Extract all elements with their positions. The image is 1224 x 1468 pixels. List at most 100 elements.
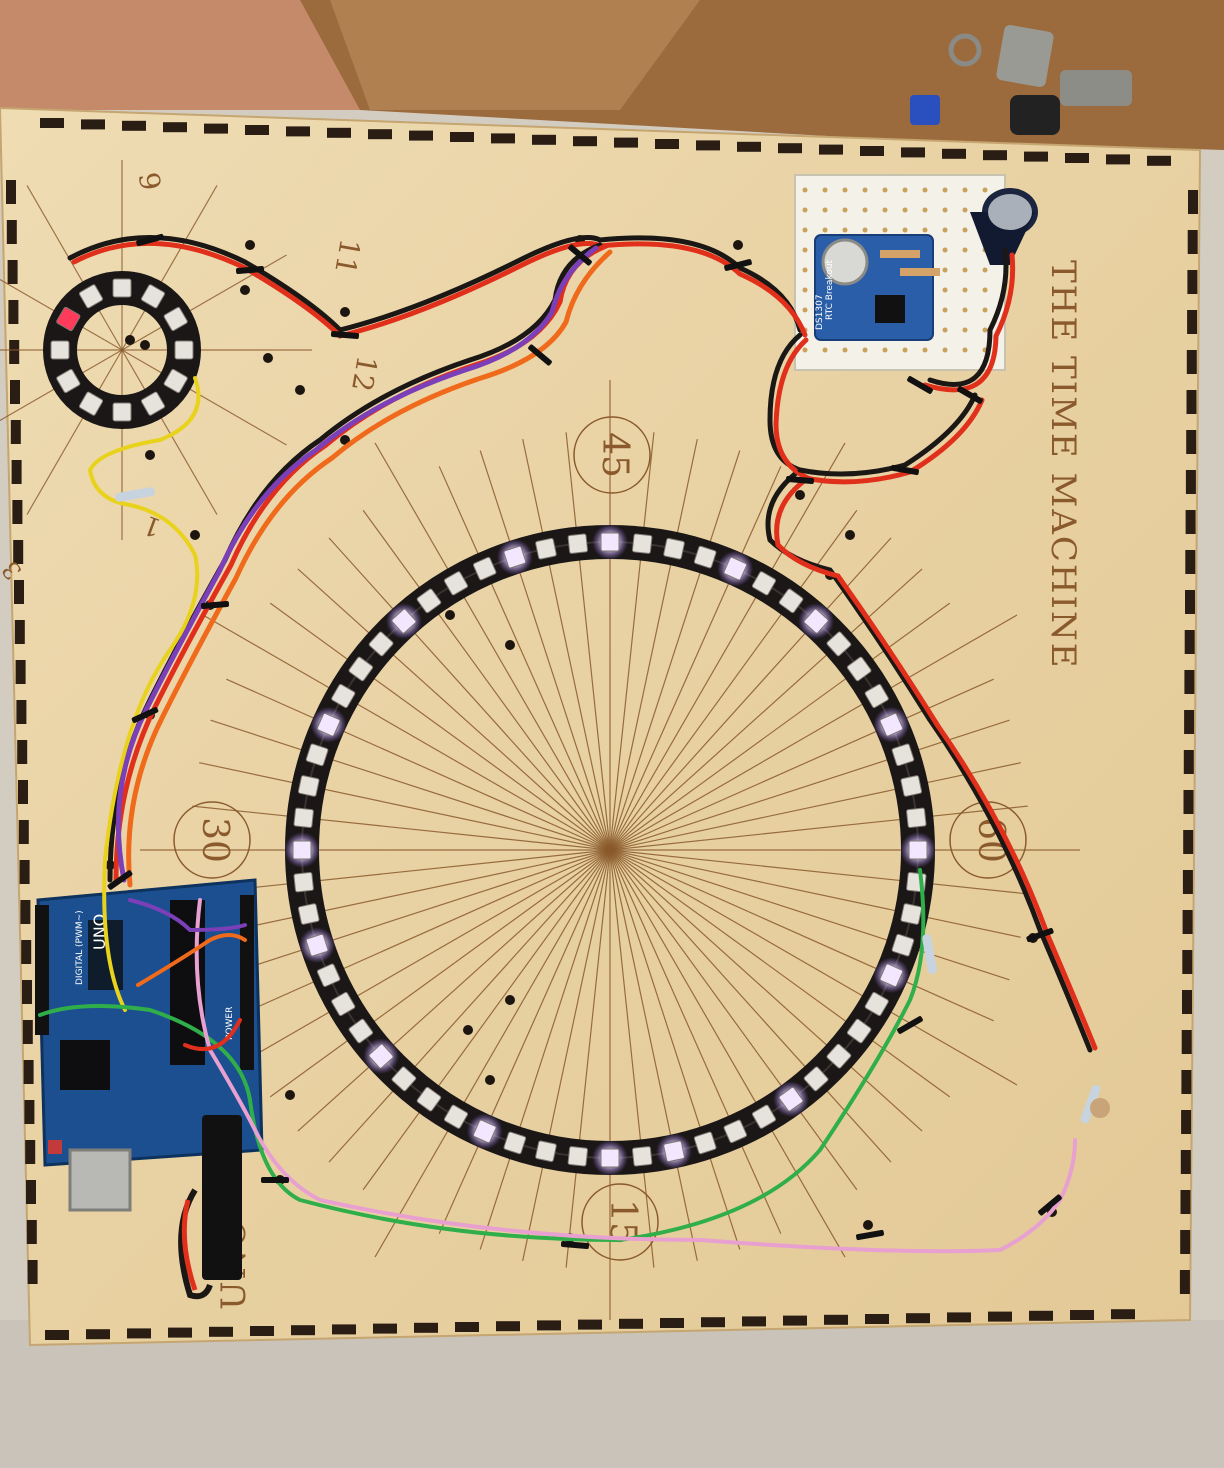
zip-tie xyxy=(136,233,164,247)
edge-slot xyxy=(742,1316,766,1327)
perf-hole xyxy=(962,307,968,313)
engraved-ray xyxy=(609,678,994,851)
engraved-ray xyxy=(26,185,123,351)
led-ring-small-pixels xyxy=(50,278,194,422)
engraved-ray xyxy=(609,450,741,851)
engraved-ray xyxy=(199,849,611,938)
engraved-ray xyxy=(609,849,1018,1086)
perf-hole xyxy=(942,227,948,233)
engraved-ray xyxy=(565,849,611,1268)
edge-slot xyxy=(1182,990,1192,1014)
edge-slot xyxy=(368,129,392,140)
zip-tie xyxy=(330,330,360,340)
edge-slot xyxy=(373,1323,397,1334)
edge-slot xyxy=(1029,1310,1053,1321)
led-pixel xyxy=(906,807,927,828)
edge-slot xyxy=(737,141,761,152)
led-pixel xyxy=(78,284,104,309)
perf-hole xyxy=(942,347,948,353)
led-pixel xyxy=(567,1146,588,1167)
led-pixel xyxy=(472,556,497,581)
led-pixel xyxy=(56,368,81,394)
led-pixel xyxy=(632,1146,653,1167)
perf-hole xyxy=(902,207,908,213)
edge-slot xyxy=(1184,710,1195,734)
led-pixel xyxy=(723,1119,748,1144)
edge-slot xyxy=(1024,151,1048,162)
edge-slot xyxy=(906,1313,930,1324)
led-pixel xyxy=(751,571,777,596)
edge-slot xyxy=(660,1318,684,1328)
led-pixel xyxy=(416,588,442,614)
zip-tie xyxy=(856,1229,884,1241)
edge-slot xyxy=(901,147,925,158)
led-pixel xyxy=(140,391,166,416)
edge-slot xyxy=(12,500,23,524)
edge-slot xyxy=(6,180,16,204)
led-pixel xyxy=(693,545,717,569)
engraved-ray xyxy=(202,849,611,1086)
reset-button xyxy=(48,1140,62,1154)
led-pixel xyxy=(826,631,852,657)
engraved-ray xyxy=(121,349,218,515)
edge-slots-left xyxy=(6,180,38,1284)
led-pixel xyxy=(305,933,329,957)
led-pixel xyxy=(348,656,374,682)
edge-slot xyxy=(26,1220,37,1244)
perf-hole xyxy=(942,307,948,313)
wire-hole xyxy=(733,240,743,250)
wire-hole xyxy=(285,1090,295,1100)
led-pixel xyxy=(879,963,904,988)
edge-slot xyxy=(1187,270,1198,294)
perf-hole xyxy=(962,247,968,253)
perf-hole xyxy=(942,207,948,213)
led-pixel xyxy=(292,840,312,860)
wire-hole xyxy=(245,240,255,250)
perf-hole xyxy=(982,267,988,273)
edge-slot xyxy=(16,700,27,724)
wiring xyxy=(38,235,1098,1254)
edge-slot xyxy=(163,122,187,133)
engraved-ray xyxy=(297,849,611,1132)
edge-slot xyxy=(573,136,597,147)
wire-hole xyxy=(445,610,455,620)
edge-slot xyxy=(1179,1270,1190,1294)
small-dial-number-11: 11 xyxy=(328,236,367,277)
zip-tie xyxy=(891,464,919,476)
led-pixel xyxy=(846,1018,872,1044)
engraved-ray xyxy=(609,849,858,1191)
edge-slots-right xyxy=(1179,190,1198,1294)
edge-slot xyxy=(1187,230,1198,254)
zip-tie xyxy=(957,386,983,404)
led-pixel xyxy=(778,588,804,614)
led-pixel xyxy=(50,340,70,360)
edge-slot xyxy=(1183,830,1194,854)
perf-hole xyxy=(942,187,948,193)
wire-hole xyxy=(125,335,135,345)
led-pixel xyxy=(567,533,588,554)
led-pixel xyxy=(391,608,417,634)
engraved-ray xyxy=(297,568,611,851)
arduino-uno: DIGITAL (PWM~) POWER UNO xyxy=(35,878,264,1300)
led-pixel xyxy=(803,1066,829,1092)
perf-hole xyxy=(842,347,848,353)
zip-tie xyxy=(785,475,815,485)
perf-hole xyxy=(802,267,808,273)
led-pixel xyxy=(391,1066,417,1092)
perf-hole xyxy=(922,347,928,353)
led-pixel xyxy=(174,340,194,360)
perf-hole xyxy=(982,327,988,333)
perf-hole xyxy=(962,187,968,193)
edge-slot xyxy=(22,980,32,1004)
edge-slot xyxy=(332,1324,356,1335)
edge-slot xyxy=(1185,470,1196,494)
engraved-ray xyxy=(121,349,287,446)
edge-slot xyxy=(414,1322,438,1333)
wire-hole xyxy=(845,530,855,540)
led-ring-large xyxy=(284,524,936,1176)
coin-cell-holder xyxy=(821,238,869,286)
edge-slot xyxy=(127,1328,151,1339)
engraved-ray xyxy=(609,849,698,1261)
perf-hole xyxy=(802,347,808,353)
led-pixel xyxy=(723,556,748,581)
